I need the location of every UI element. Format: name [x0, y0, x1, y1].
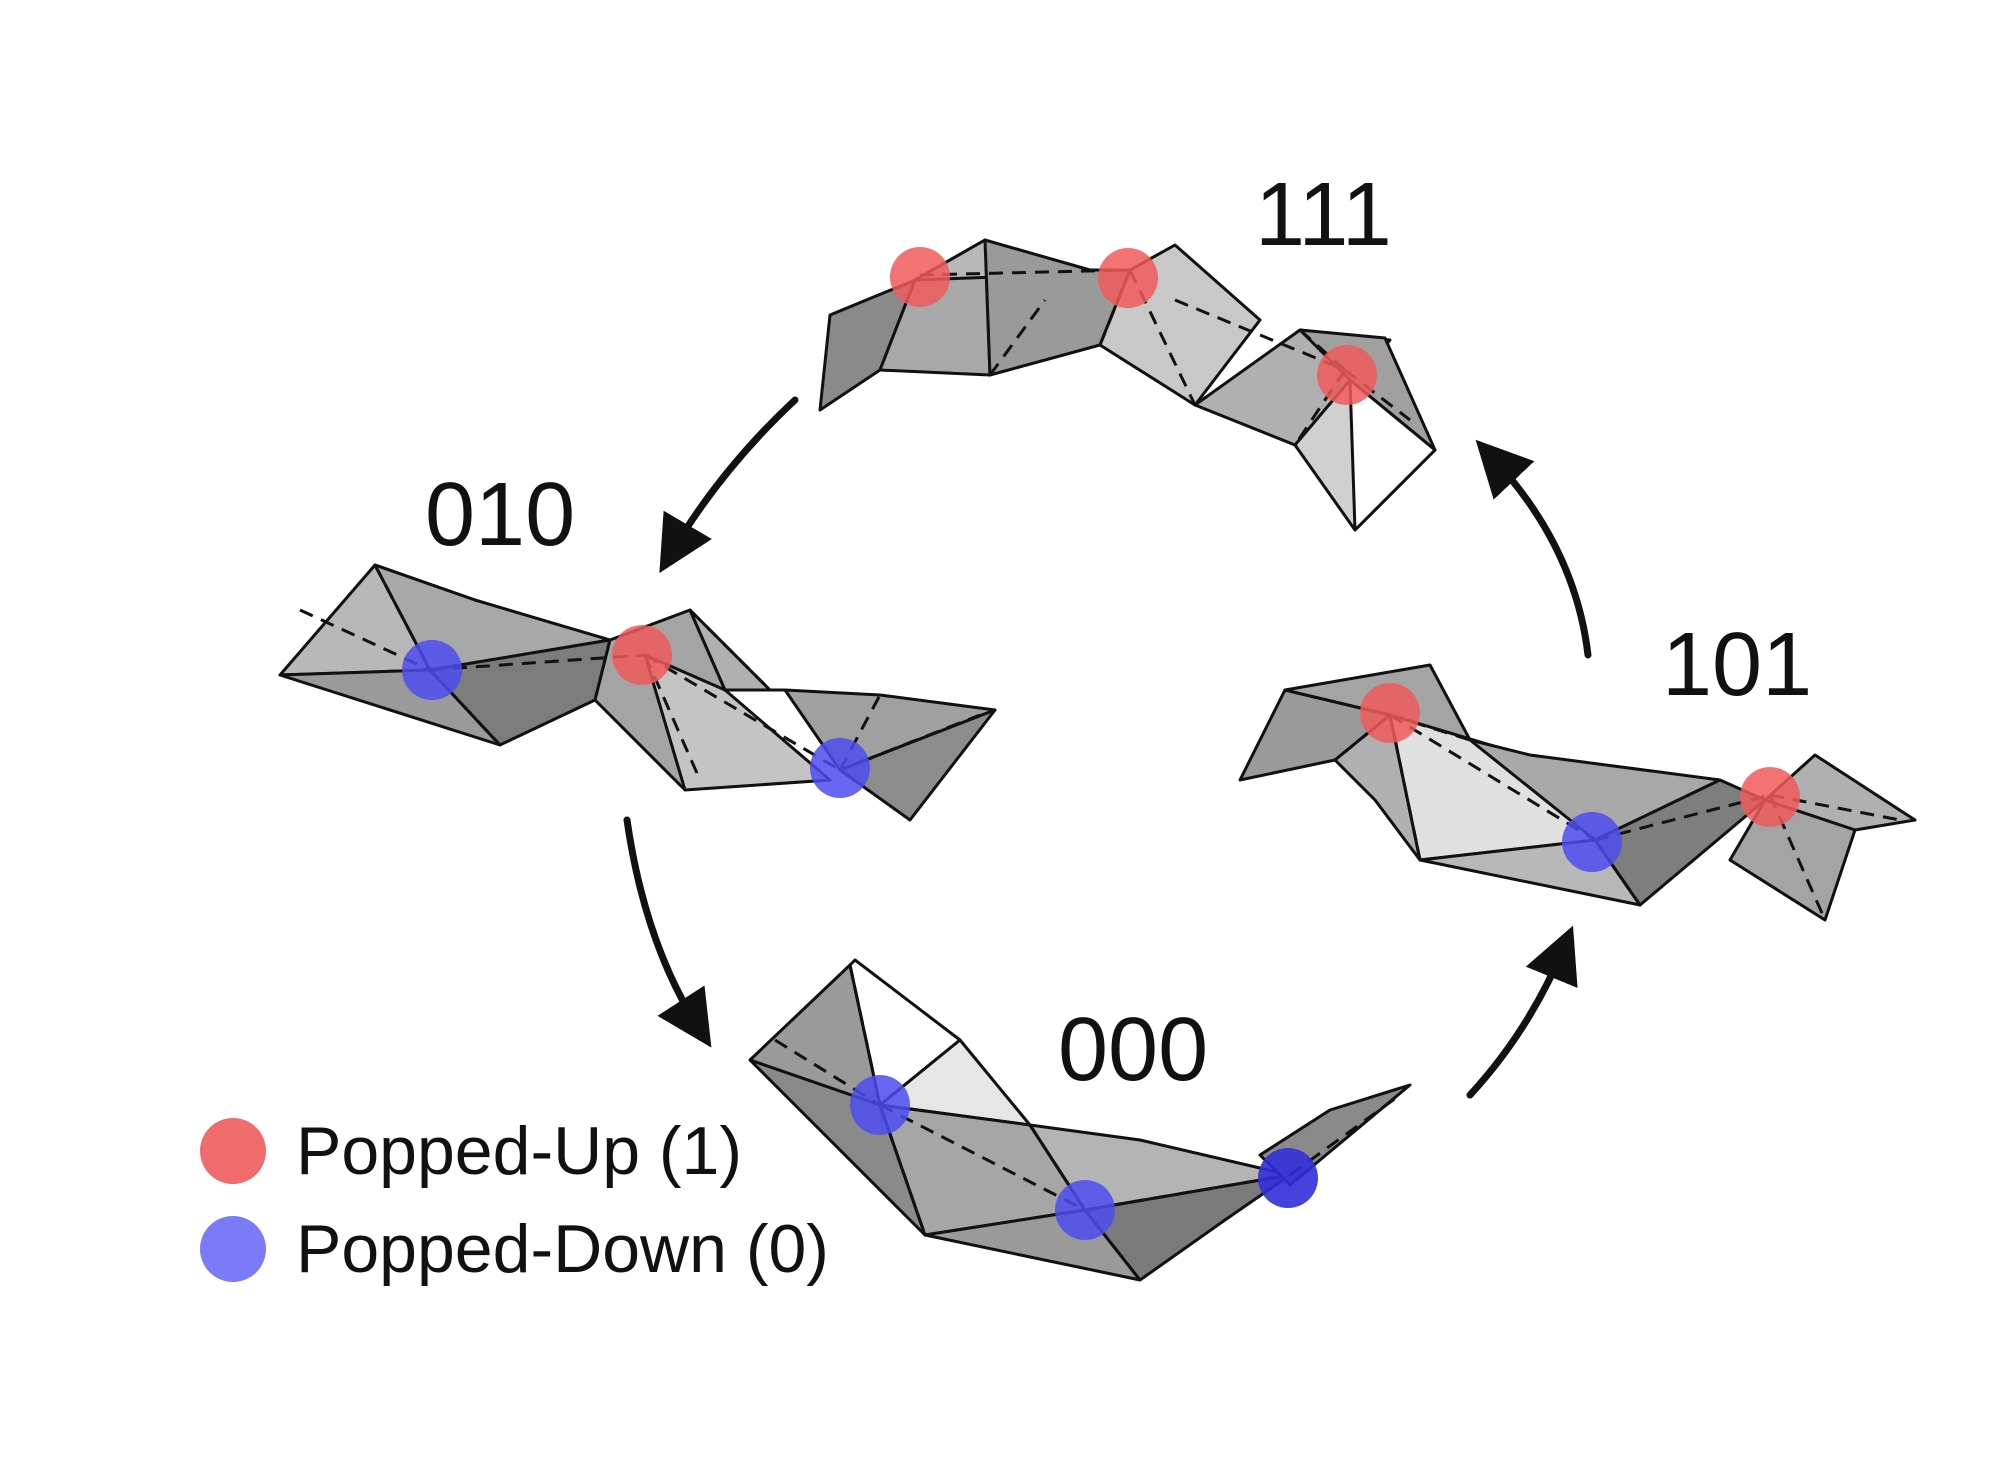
origami-state-111	[818, 238, 1437, 532]
vertex-popped-up	[890, 247, 950, 307]
blue-dot-icon	[200, 1216, 266, 1282]
arrow-111-to-010	[659, 396, 799, 574]
panel	[1348, 378, 1437, 532]
vertex-popped-down	[1055, 1180, 1115, 1240]
red-dot-icon	[200, 1118, 266, 1184]
vertex-popped-down	[1562, 812, 1622, 872]
panel	[838, 708, 997, 822]
vertex-popped-down	[1258, 1148, 1318, 1208]
legend-label-popped-up: Popped-Up (1)	[296, 1113, 743, 1189]
state-label-111: 111	[1255, 165, 1392, 265]
vertex-popped-up	[1740, 767, 1800, 827]
arrow-000-to-101	[1466, 925, 1578, 1099]
legend-item-popped-up: Popped-Up (1)	[200, 1112, 742, 1190]
origami-state-101	[1238, 663, 1917, 922]
state-label-010: 010	[425, 465, 576, 565]
origami-state-000	[748, 958, 1412, 1282]
arrow-010-to-000	[623, 816, 712, 1048]
legend-item-popped-down: Popped-Down (0)	[200, 1210, 829, 1288]
vertex-popped-up	[1098, 248, 1158, 308]
vertex-popped-up	[1360, 683, 1420, 743]
vertex-popped-down	[850, 1075, 910, 1135]
origami-state-010	[278, 563, 997, 822]
transition-arrows	[623, 396, 1592, 1099]
state-label-101: 101	[1662, 615, 1813, 715]
state-label-000: 000	[1058, 1000, 1209, 1100]
arrow-101-to-111	[1475, 439, 1592, 659]
vertex-popped-down	[810, 738, 870, 798]
legend-label-popped-down: Popped-Down (0)	[296, 1211, 829, 1287]
vertex-popped-down	[402, 640, 462, 700]
vertex-popped-up	[1317, 345, 1377, 405]
fold-lines	[299, 564, 981, 781]
vertex-popped-up	[612, 625, 672, 685]
